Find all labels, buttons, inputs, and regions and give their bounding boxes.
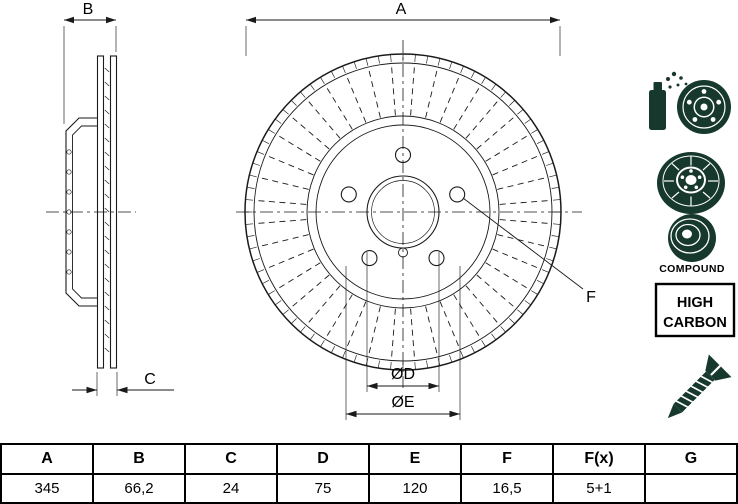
front-view <box>236 40 582 388</box>
col-b-header: B <box>92 443 186 475</box>
outer-diameter-circle <box>244 53 562 371</box>
dimension-c: C <box>72 371 174 396</box>
hub-outline <box>65 117 98 307</box>
col-a-value: 345 <box>0 473 94 504</box>
col-g-header: G <box>644 443 738 475</box>
brake-disc-icon <box>657 152 725 214</box>
table-header-row: A B C D E F F(x) G <box>0 443 738 475</box>
dim-d-label: ØD <box>391 366 415 383</box>
inner-plate <box>109 55 118 369</box>
col-c-header: C <box>184 443 278 475</box>
high-carbon-line2: CARBON <box>663 315 727 331</box>
col-d-header: D <box>276 443 370 475</box>
col-d-value: 75 <box>276 473 370 504</box>
col-f-value: 16,5 <box>460 473 554 504</box>
spray-coating-icon <box>649 71 731 134</box>
outer-plate <box>96 55 105 369</box>
dim-a-label: A <box>396 1 407 18</box>
bore-chamfer-circle <box>371 180 435 244</box>
bolt-holes <box>340 146 466 267</box>
high-carbon-badge: HIGH CARBON <box>654 282 736 338</box>
side-view <box>46 55 136 369</box>
high-carbon-line1: HIGH <box>677 295 713 311</box>
dim-e-label: ØE <box>391 394 414 411</box>
technical-drawing: B A C ØD <box>46 1 736 420</box>
col-a-header: A <box>0 443 94 475</box>
vent-marks <box>104 67 110 353</box>
dimension-e: ØE <box>345 266 461 420</box>
screw-icon <box>667 354 732 419</box>
col-c-value: 24 <box>184 473 278 504</box>
col-b-value: 66,2 <box>92 473 186 504</box>
col-e-value: 120 <box>368 473 462 504</box>
dimensions-table: A B C D E F F(x) G 345 66,2 24 75 120 16… <box>0 443 738 504</box>
locating-hole <box>398 247 408 258</box>
compound-label: COMPOUND <box>659 263 725 275</box>
rim-circle <box>253 62 553 362</box>
stud-holes <box>66 149 72 275</box>
dim-f-label: F <box>586 289 596 306</box>
dim-b-label: B <box>83 1 94 18</box>
col-g-value <box>644 473 738 504</box>
dimension-b: B <box>63 1 117 124</box>
friction-inner-circle <box>306 115 500 309</box>
hub-inner-outline <box>72 125 98 299</box>
table-value-row: 345 66,2 24 75 120 16,5 5+1 <box>0 473 738 504</box>
hub-circle <box>315 124 491 300</box>
compound-icon: COMPOUND <box>659 214 725 275</box>
dimension-d: ØD <box>366 252 440 392</box>
col-fx-header: F(x) <box>552 443 646 475</box>
col-f-header: F <box>460 443 554 475</box>
dimension-a: A <box>245 1 561 56</box>
col-fx-value: 5+1 <box>552 473 646 504</box>
outer-hatch <box>245 54 561 370</box>
label-f: F <box>462 197 596 306</box>
vane-lines <box>256 65 550 359</box>
col-e-header: E <box>368 443 462 475</box>
dim-c-label: C <box>144 371 156 388</box>
